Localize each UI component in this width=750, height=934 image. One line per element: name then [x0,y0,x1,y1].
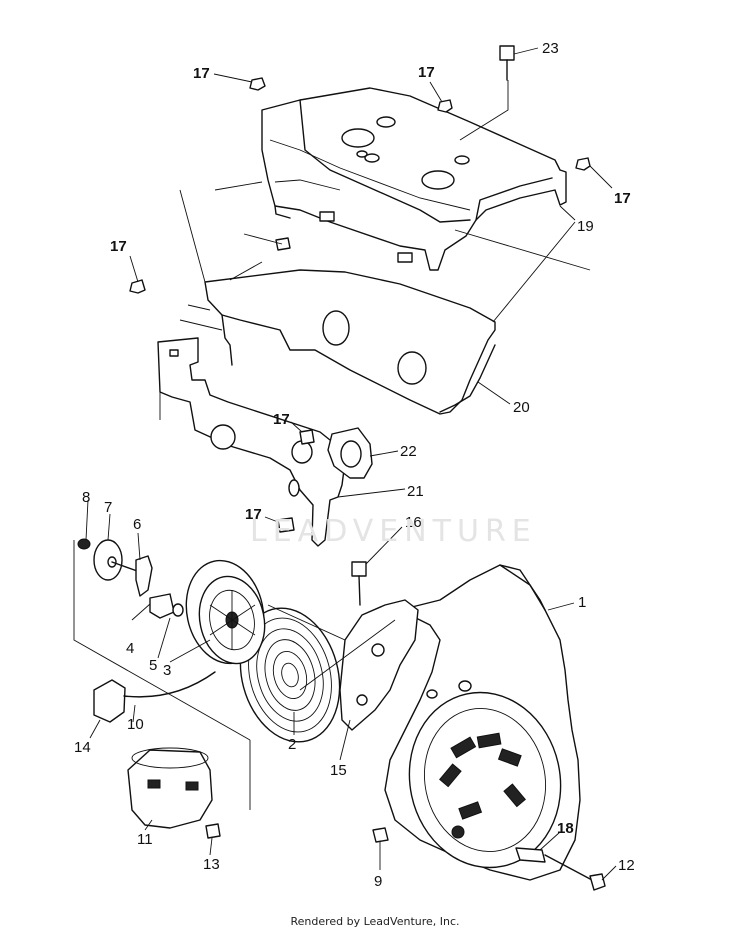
callout-11: 11 [137,831,153,848]
pawl-and-retainer-parts [77,538,184,619]
callout-15: 15 [330,762,347,779]
recoil-spring-part [239,607,341,743]
callout-2: 2 [288,736,297,753]
watermark: LEADVENTURE [250,514,537,549]
callout-20: 20 [513,399,530,416]
callout-8: 8 [82,489,91,506]
leader-lines [73,47,617,881]
callout-23: 23 [542,40,559,57]
callout-17-middle: 17 [273,411,290,428]
lower-shroud-part [157,269,496,547]
callout-16: 16 [405,514,422,531]
callout-18: 18 [557,820,574,837]
callout-5: 5 [149,657,158,674]
callout-17-top-left: 17 [193,65,210,82]
callout-22: 22 [400,443,417,460]
fasteners [129,45,606,891]
callout-7: 7 [104,499,113,516]
starter-handle-part [93,671,216,723]
callout-10: 10 [127,716,144,733]
callout-13: 13 [203,856,220,873]
callout-1: 1 [578,594,587,611]
callout-17-top-center: 17 [418,64,435,81]
starter-bracket-part [339,599,419,731]
callout-19: 19 [577,218,594,235]
callout-17-lower: 17 [245,506,262,523]
callout-17-right: 17 [614,190,631,207]
gasket-part [327,427,373,479]
callout-14: 14 [74,739,91,756]
callout-4: 4 [126,640,135,657]
footer-credit: Rendered by LeadVenture, Inc. [290,915,460,928]
blower-housing-part [384,564,581,881]
callout-9: 9 [374,873,383,890]
starter-pulley-part [185,559,266,665]
starter-cup-part [127,747,213,829]
callout-3: 3 [163,662,172,679]
top-shroud-part [261,87,567,271]
callout-21: 21 [407,483,424,500]
callout-6: 6 [133,516,142,533]
callout-12: 12 [618,857,635,874]
callout-17-left: 17 [110,238,127,255]
